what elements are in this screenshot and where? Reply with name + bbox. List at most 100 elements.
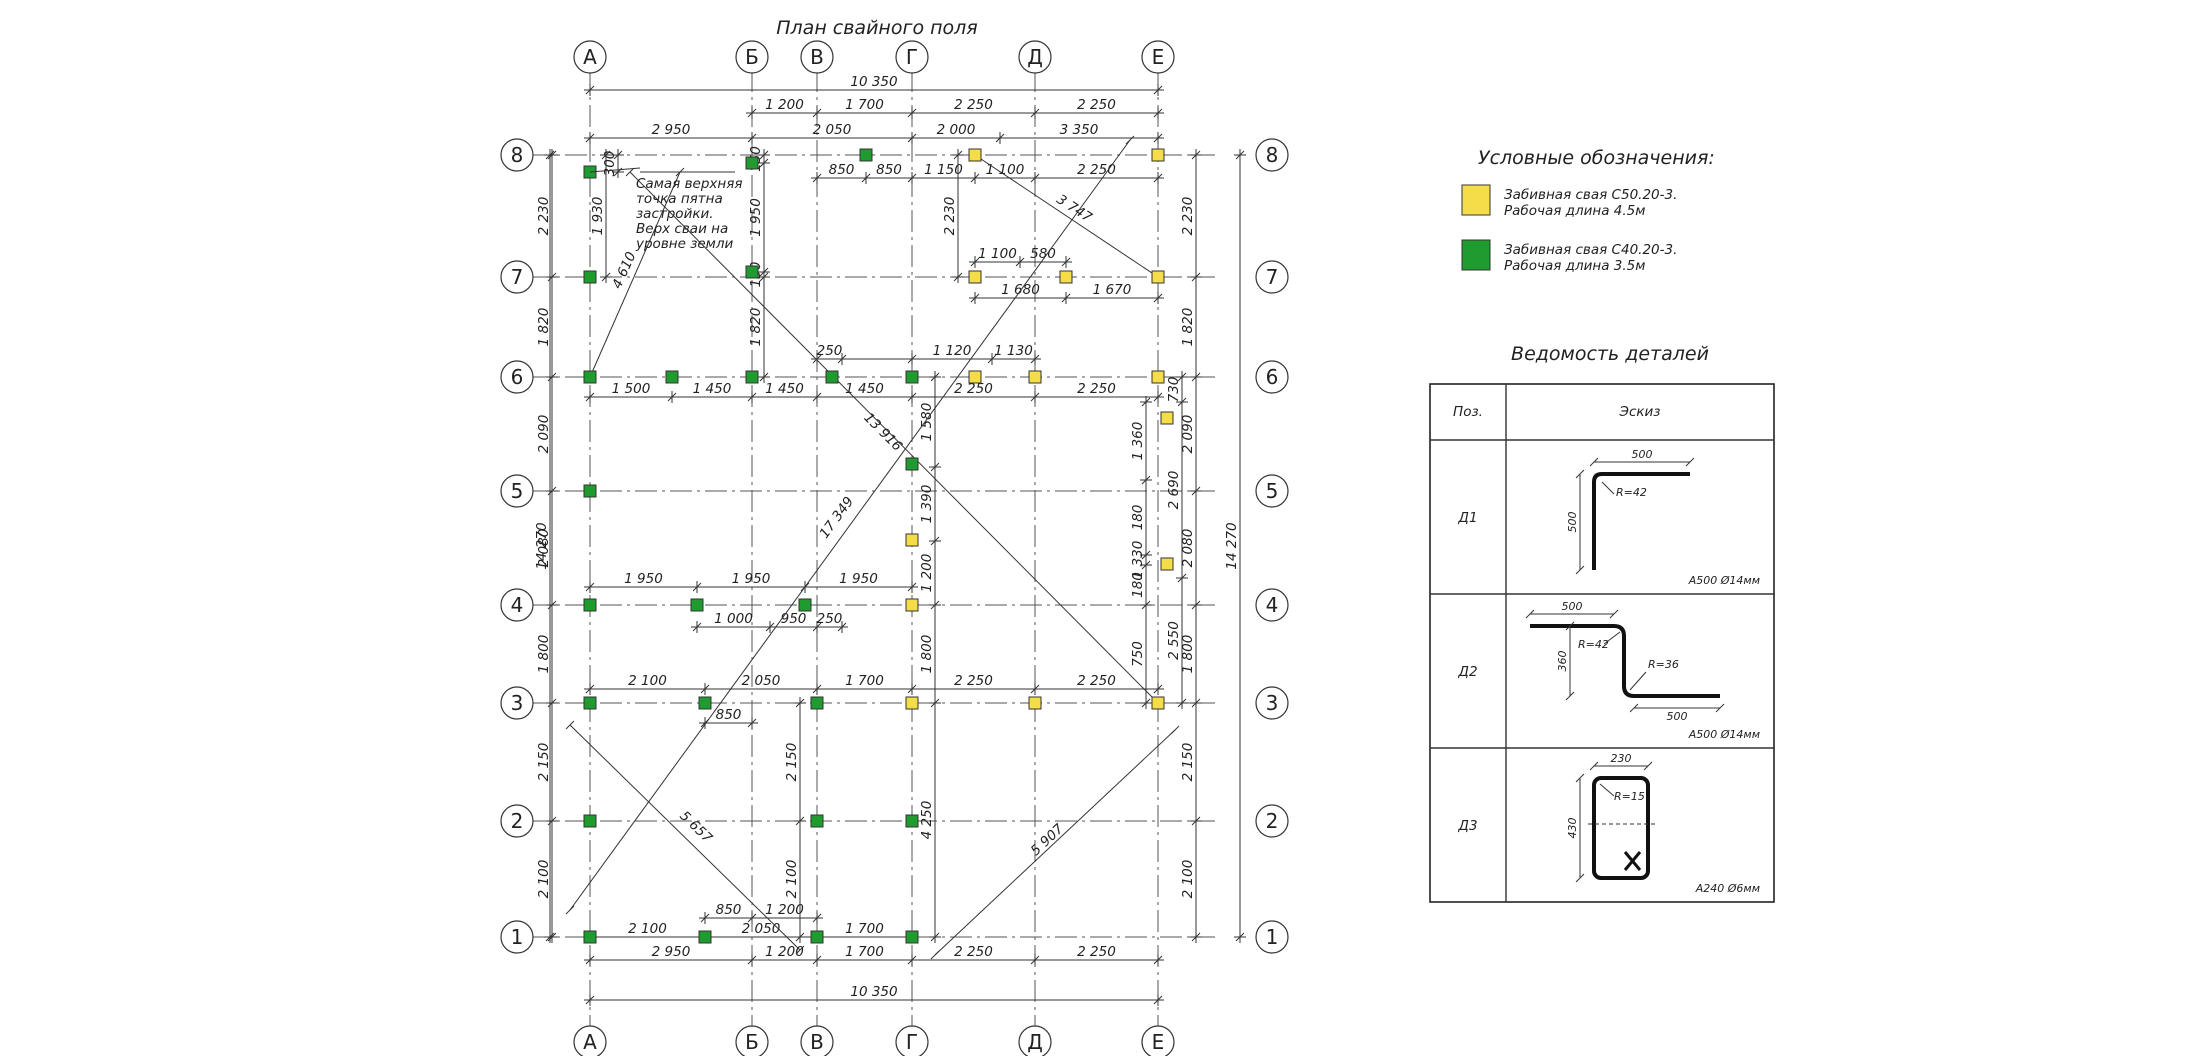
dim-col-e-label: 1 330 [1130, 541, 1146, 580]
pile-14 [905, 370, 919, 384]
dim-tick [1565, 691, 1575, 701]
pile-8 [1059, 270, 1073, 284]
pile-36 [583, 930, 597, 944]
pile-layer [583, 148, 1174, 944]
dim-top-row1-label: 1 700 [845, 97, 884, 113]
pile-39 [905, 930, 919, 944]
axis-bubble-left-2-circle [500, 360, 534, 394]
legend-item-line2-1: Рабочая длина 3.5м [1504, 258, 1645, 274]
axis-bubble-left-0-label: 8 [511, 143, 524, 167]
diagonal-label-1: 4 610 [609, 249, 639, 291]
sketch-d3-dim-h: 230 [1611, 752, 1632, 765]
dim-right-chain-label: 1 800 [1180, 635, 1196, 674]
diagonal-5 [934, 729, 1176, 956]
dim-row6-label: 1 450 [845, 381, 884, 397]
dim-right-inner-label: 730 [1166, 377, 1182, 403]
details-table-frame [1429, 383, 1775, 903]
dim-row6-label: 1 500 [612, 381, 651, 397]
dim-left-chain-label: 2 100 [536, 860, 552, 899]
sketch-d1-dim-h: 500 [1632, 448, 1653, 461]
diagonal-1 [589, 171, 681, 378]
dim-row7-label: 1 100 [978, 246, 1017, 262]
dim-row8-inner-label: 850 [829, 162, 855, 178]
axis-bubble-left-6-circle [500, 804, 534, 838]
axis-bubble-bottom-2-circle [800, 1025, 834, 1056]
dim-tick [625, 167, 635, 177]
rebar-bar-d2 [1530, 624, 1720, 698]
dim-top-row2-label: 2 000 [937, 122, 976, 138]
annotation-line: Верх сваи на [636, 221, 728, 237]
dim-row4-label: 1 950 [839, 571, 878, 587]
axis-bubble-top-2-circle [800, 40, 834, 74]
dim-a-small-top-label: 300 [602, 151, 618, 177]
details-steel-1: А500 Ø14мм [1688, 728, 1760, 741]
sketch-d2-dim-top: 500 [1562, 600, 1583, 613]
dim-tick [795, 945, 805, 955]
dim-tick [1643, 761, 1653, 771]
annotation-line: уровне земли [635, 236, 733, 252]
details-pos-1: Д2 [1457, 664, 1477, 680]
pile-20 [583, 484, 597, 498]
axis-bubble-top-0-label: А [583, 45, 597, 69]
pile-22 [1160, 557, 1174, 571]
pile-24 [690, 598, 704, 612]
sketch-d2-dim-v: 360 [1556, 651, 1569, 672]
dim-col-g-label: 4 250 [919, 801, 935, 840]
axis-bubble-left-3-circle [500, 474, 534, 508]
axis-bubble-left-2-label: 6 [511, 365, 524, 389]
pile-29 [810, 696, 824, 710]
pile-6 [745, 265, 759, 279]
dim-left-chain-label: 2 230 [536, 197, 552, 236]
legend-title: Условные обозначения: [1478, 147, 1715, 169]
sketch-radius-leader [1601, 481, 1615, 495]
axis-bubble-left-1-label: 7 [511, 265, 524, 289]
annotation-line: точка пятна [636, 191, 723, 207]
dim-row3-label: 2 050 [742, 673, 781, 689]
sketch-d1-radius: R=42 [1616, 486, 1647, 499]
dim-tick [1589, 457, 1599, 467]
axis-bubble-top-1-circle [735, 40, 769, 74]
sketch-d2-radius: R=42 [1578, 638, 1609, 651]
axis-bubble-right-5-circle [1255, 686, 1289, 720]
sketch-d2-dim-bottom: 500 [1667, 710, 1688, 723]
axis-bubble-right-7-circle [1255, 920, 1289, 954]
dim-tick [1565, 621, 1575, 631]
pile-7 [968, 270, 982, 284]
dim-tick [1629, 703, 1639, 713]
dim-left-chain-label: 2 150 [536, 743, 552, 782]
dim-col-g-label: 1 580 [919, 403, 935, 442]
pile-38 [810, 930, 824, 944]
axis-bubble-right-2-circle [1255, 360, 1289, 394]
dim-row3-label: 2 250 [954, 673, 993, 689]
sketch-d3-dim-v: 430 [1566, 818, 1579, 839]
pile-16 [1028, 370, 1042, 384]
dim-row6-label: 1 450 [765, 381, 804, 397]
dim-row3-below-label: 850 [716, 707, 742, 723]
axis-bubble-left-4-circle [500, 588, 534, 622]
axis-bubble-right-1-label: 7 [1266, 265, 1279, 289]
diagonal-4 [569, 724, 801, 951]
dim-tick [930, 950, 940, 960]
dim-top-row2-label: 3 350 [1060, 122, 1099, 138]
axis-bubble-top-2-label: В [810, 45, 824, 69]
axis-bubble-right-4-circle [1255, 588, 1289, 622]
pile-26 [905, 598, 919, 612]
dim-row8-inner-label: 1 150 [924, 162, 963, 178]
axis-bubble-bottom-5-label: Е [1152, 1030, 1165, 1054]
axis-bubble-top-5-label: Е [1152, 45, 1165, 69]
axis-bubble-top-5-circle [1141, 40, 1175, 74]
legend-item-line1-0: Забивная свая С50.20-3. [1504, 187, 1677, 203]
dim-tick [1125, 135, 1135, 145]
dim-right-chain-label: 2 080 [1180, 529, 1196, 568]
dim-row6-small-label: 1 120 [933, 343, 972, 359]
axis-bubble-top-3-circle [895, 40, 929, 74]
pile-31 [1028, 696, 1042, 710]
axis-bubble-bottom-4-circle [1018, 1025, 1052, 1056]
axis-bubble-bottom-1-circle [735, 1025, 769, 1056]
pile-1 [745, 156, 759, 170]
dim-row3-label: 2 250 [1077, 673, 1116, 689]
axis-bubble-right-7-label: 1 [1266, 925, 1279, 949]
legend-layer: Условные обозначения: Забивная свая С50.2… [1461, 147, 1715, 274]
dim-col-e-label: 180 [1130, 572, 1146, 598]
